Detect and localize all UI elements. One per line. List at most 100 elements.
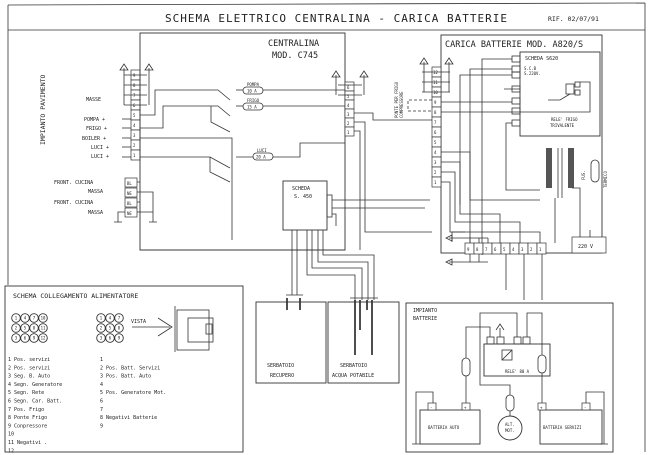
alimentatore-title: SCHEMA COLLEGAMENTO ALIMENTATORE: [13, 292, 138, 300]
terminal: 6: [347, 85, 350, 90]
ponte-label: PONTE PER FRIGO: [394, 81, 399, 118]
svg-text:FRONT. CUCINA: FRONT. CUCINA: [54, 180, 93, 186]
fuse-luci: LUCI 20 A: [252, 148, 274, 161]
pin-description: 1: [100, 357, 103, 363]
terminal: 8: [133, 83, 136, 88]
centralina-model: MOD. C745: [272, 51, 318, 61]
pin-circle: [38, 333, 48, 343]
pin-number: 8: [118, 326, 121, 331]
terminal: 11: [433, 80, 438, 85]
pin-description: 6: [100, 399, 103, 405]
fus-label: FUS.: [581, 170, 586, 180]
batteria-servizi: [539, 409, 603, 445]
terminal: 12: [433, 70, 438, 75]
pin-description: 4 Segn. Generatore: [8, 382, 62, 388]
pin-number: 4: [24, 316, 27, 321]
scheda-s620: [519, 51, 601, 137]
terminal: 5: [347, 94, 350, 99]
centralina-title: CENTRALINA: [268, 39, 319, 49]
serbatoio-potabile-label-2: ACQUA POTABILE: [332, 373, 374, 379]
terminal: 4: [133, 123, 136, 128]
scheda-s450-model: S. 450: [294, 194, 312, 200]
terminal: 4: [434, 150, 437, 155]
pin-description: 3 Pos. Batt. Auto: [100, 374, 151, 380]
pin-description: 8 Negativi Batterie: [100, 415, 157, 421]
thermal-fuse-icon: [590, 159, 600, 183]
front-cucina-connectors: FRONT. CUCINA MASSA FRONT. CUCINA MASSA …: [54, 177, 157, 223]
scheda-s450-wiring: [286, 194, 430, 300]
pin-number: 3: [15, 336, 18, 341]
masse-label: MASSE: [86, 97, 101, 103]
terminal: 5: [503, 247, 506, 252]
svg-text:NE: NE: [127, 191, 132, 196]
fuse-pompa: POMPA 10 A: [242, 82, 264, 95]
pin-description: 7 Pos. Frigo: [8, 407, 44, 413]
scheda-s620-wiring: [441, 55, 591, 255]
minus-sign: -: [430, 405, 432, 410]
input-wires: [122, 118, 131, 158]
input-luci-1: LUCI +: [91, 145, 109, 151]
battery-plus-terminal: [537, 402, 547, 411]
alimentatore-box: [4, 285, 244, 453]
input-frigo: FRIGO +: [86, 126, 107, 132]
svg-text:LUCI: LUCI: [257, 148, 267, 153]
terminal: 5: [133, 113, 136, 118]
carica-side-terminals: 12 11 10 9 8 7 6 5 4 3 2 1: [431, 66, 442, 188]
pin-description: 1 Pos. servizi: [8, 357, 50, 363]
pin-description: 9: [100, 423, 103, 429]
pin-circle: [38, 313, 48, 323]
batteria-auto: [419, 409, 481, 445]
pin-description: 8 Ponte Frigo: [8, 415, 47, 421]
terminal: 2: [434, 170, 437, 175]
terminal: 6: [494, 247, 497, 252]
pin-description: 11 Negativi .: [8, 440, 47, 446]
terminal: 7: [434, 120, 437, 125]
pin-number: 5: [24, 326, 27, 331]
terminal: 2: [347, 121, 350, 126]
alternatore-label: ALT.: [505, 422, 515, 427]
batteria-auto-label: BATTERIA AUTO: [428, 425, 460, 430]
carica-bottom-terminals: 9 8 7 6 5 4 3 2 1: [464, 242, 547, 255]
terminal: 1: [347, 130, 350, 135]
pin-number: 11: [41, 326, 46, 331]
impianto-batterie-title: IMPIANTO: [413, 308, 437, 314]
diagram-title: SCHEMA ELETTRICO CENTRALINA - CARICA BAT…: [165, 12, 508, 25]
terminal: 3: [434, 160, 437, 165]
terminal: 8: [476, 247, 479, 252]
terminal: 10: [433, 90, 438, 95]
battery-plus-terminal: [461, 402, 471, 411]
plus-sign: +: [540, 405, 543, 410]
impianto-batterie-box: [405, 302, 614, 453]
terminal: 9: [434, 100, 437, 105]
rele-80a-label: RELE' 80 A: [505, 369, 530, 374]
rele-frigo-label-2: TRIVALENTE: [550, 123, 575, 128]
terminal: 3: [133, 133, 136, 138]
terminal: 2: [133, 143, 136, 148]
input-boiler: BOILER +: [82, 136, 106, 142]
pin-circle: [114, 333, 124, 343]
switch-wiring: [140, 89, 345, 240]
minus-sign: -: [584, 405, 586, 410]
pin-description: 5 Pos. Generatore Mot.: [100, 390, 166, 396]
alternatore: [497, 415, 523, 441]
scheda-note-2: S.220V.: [524, 71, 541, 76]
battery-minus-terminal: [427, 402, 437, 411]
pin-description: 7: [100, 407, 103, 413]
svg-text:FRONT. CUCINA: FRONT. CUCINA: [54, 200, 93, 206]
pin-number: 5: [109, 326, 112, 331]
terminal: 2: [530, 247, 533, 252]
centralina-box: [139, 32, 346, 251]
masse-bus: [119, 63, 154, 106]
supply-220v-label: 220 V: [578, 244, 593, 250]
supply-220v-box: [571, 236, 607, 254]
terminal: 9: [133, 73, 136, 78]
carica-internal-wiring: [441, 151, 591, 243]
serbatoio-recupero: [255, 301, 327, 384]
pin-description: 6 Segn. Car. Batt.: [8, 399, 62, 405]
pin-circle: [114, 313, 124, 323]
carica-ground-bottom: [445, 234, 543, 300]
